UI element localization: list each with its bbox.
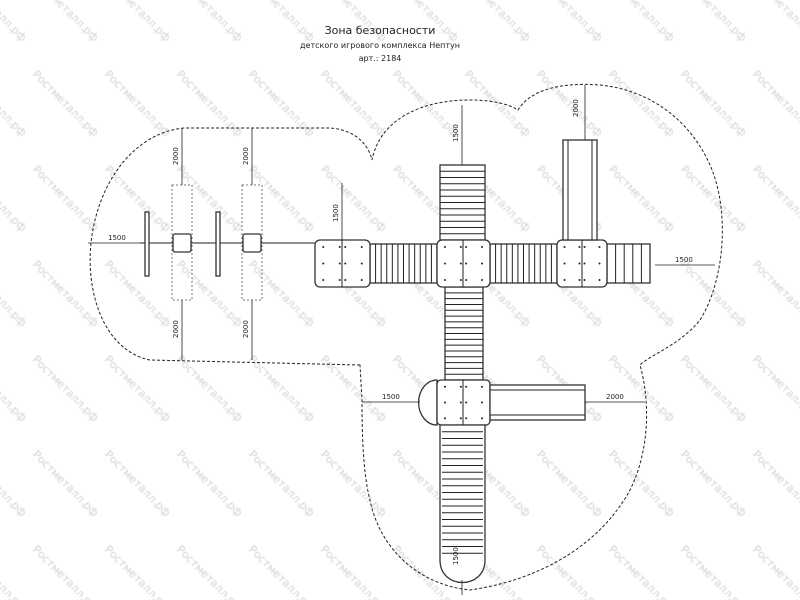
bolt: [338, 262, 341, 265]
bolt: [481, 385, 484, 388]
bolt: [443, 385, 446, 388]
bolt: [443, 246, 446, 249]
bolt: [465, 401, 468, 404]
article-number: арт.: 2184: [359, 54, 402, 63]
bolt: [459, 278, 462, 281]
bolt: [583, 278, 586, 281]
bolt: [481, 278, 484, 281]
bolt: [578, 262, 581, 265]
dim-platform-left-top: 1500: [332, 204, 340, 222]
dim-swing1-top: 2000: [172, 147, 180, 165]
bolt: [465, 385, 468, 388]
bolt: [338, 278, 341, 281]
bolt: [459, 262, 462, 265]
bolt: [322, 246, 325, 249]
ladder-right: [606, 243, 651, 284]
swing-set: [140, 184, 315, 301]
bolt: [598, 246, 601, 249]
bolt: [481, 262, 484, 265]
bolt: [563, 246, 566, 249]
bolt: [465, 262, 468, 265]
dim-swing2-bottom: 2000: [242, 320, 250, 338]
bolt: [338, 246, 341, 249]
bolt: [578, 278, 581, 281]
bolt: [459, 401, 462, 404]
dim-lower-slide: 2000: [606, 393, 624, 401]
bolt: [344, 246, 347, 249]
bolt: [459, 246, 462, 249]
safety-zone-outline: [89, 83, 723, 591]
bolt: [583, 262, 586, 265]
bolt: [481, 417, 484, 420]
dim-swing1-bottom: 2000: [172, 320, 180, 338]
bolt: [344, 278, 347, 281]
play-complex: [314, 139, 651, 583]
bolt: [443, 262, 446, 265]
bolt: [465, 246, 468, 249]
bolt: [360, 278, 363, 281]
bolt: [360, 246, 363, 249]
bolt: [344, 262, 347, 265]
bolt: [578, 246, 581, 249]
bolt: [360, 262, 363, 265]
bolt: [598, 278, 601, 281]
dim-swing2-top: 2000: [242, 147, 250, 165]
bolt: [563, 278, 566, 281]
dim-right-ladder: 1500: [675, 256, 693, 264]
subtitle: детского игрового комплекса Нептун: [300, 41, 460, 50]
bolt: [481, 401, 484, 404]
dim-climb-top: 1500: [452, 124, 460, 142]
bolt: [563, 262, 566, 265]
bolt: [481, 246, 484, 249]
bolt: [443, 278, 446, 281]
dim-tube-bottom: 1500: [452, 547, 460, 565]
dimension-lines: [88, 85, 715, 595]
platform-lower-roof: [417, 379, 438, 426]
title: Зона безопасности: [325, 24, 436, 37]
bolt: [465, 417, 468, 420]
slide-lower: [489, 384, 586, 421]
dim-lower-left: 1500: [382, 393, 400, 401]
bolt: [583, 246, 586, 249]
bolt: [443, 417, 446, 420]
bolt: [459, 385, 462, 388]
dim-left-swing: 1500: [108, 234, 126, 242]
slide-upper: [562, 139, 598, 241]
tunnel-slide: [439, 424, 486, 583]
bolt: [598, 262, 601, 265]
dim-slide-top: 2000: [572, 99, 580, 117]
bolt: [465, 278, 468, 281]
bolt: [322, 262, 325, 265]
bolt: [443, 401, 446, 404]
bolt: [322, 278, 325, 281]
bolt: [459, 417, 462, 420]
